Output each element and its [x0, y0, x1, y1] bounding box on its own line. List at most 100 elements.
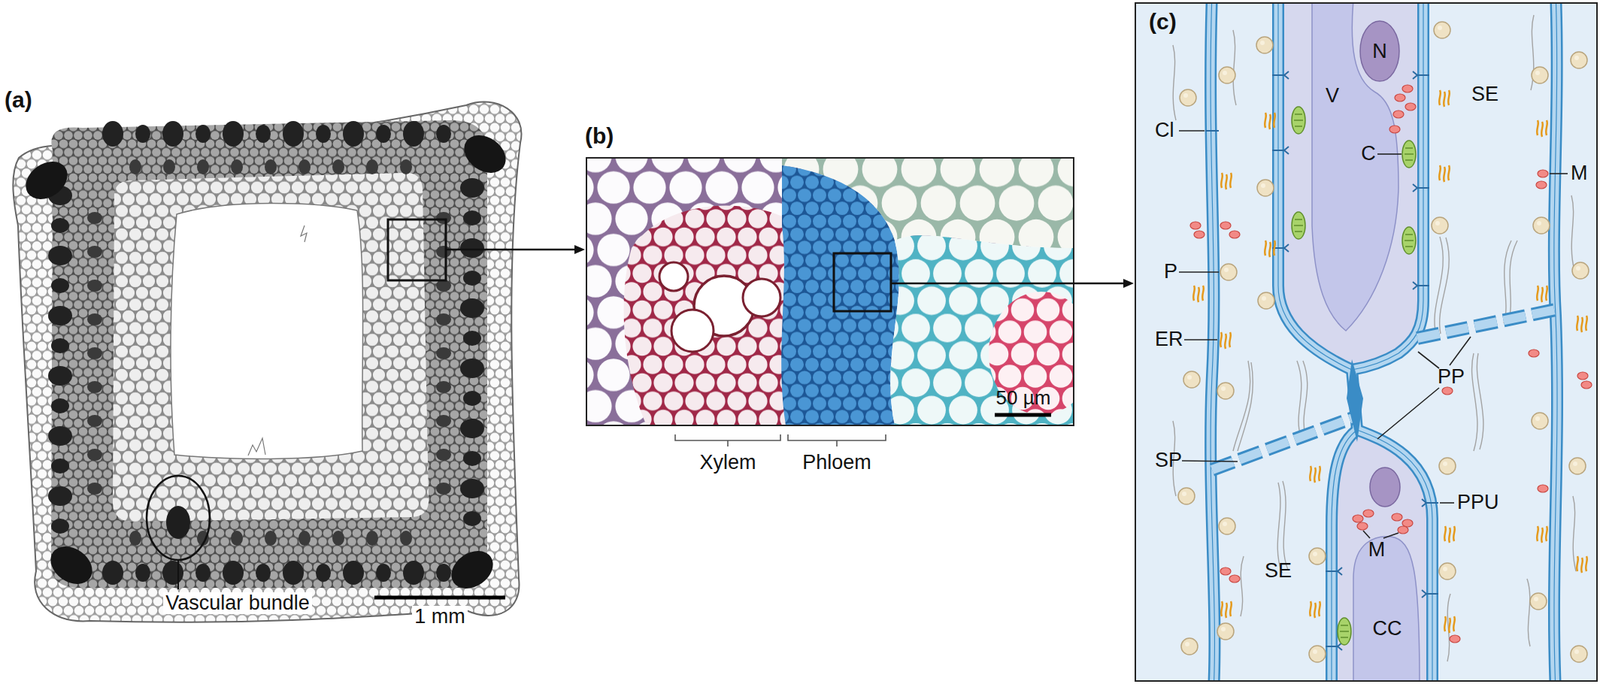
cell-wall	[1278, 3, 1352, 370]
cell-label: SE	[1471, 84, 1499, 105]
mitochondrion	[1190, 84, 1592, 643]
mitochondrion	[1394, 93, 1406, 102]
plasmodesma	[1421, 499, 1439, 598]
endoplasmic-reticulum	[1439, 165, 1450, 182]
chloroplast	[1291, 212, 1306, 240]
vacuole	[1353, 536, 1420, 682]
mitochondrion	[1389, 125, 1400, 134]
mitochondrion	[1393, 110, 1404, 119]
vascular-bundle	[196, 159, 210, 175]
scale-label: 1 mm	[412, 606, 468, 628]
vascular-bundle	[463, 330, 482, 346]
cell-wall	[1351, 3, 1424, 370]
callout-label: Cl	[1154, 120, 1175, 141]
cell-wall	[1357, 430, 1433, 682]
vascular-bundle	[460, 178, 485, 198]
vascular-bundle	[51, 458, 70, 474]
endoplasmic-reticulum	[1536, 526, 1548, 543]
plastid	[1533, 217, 1550, 234]
plastid	[1439, 457, 1456, 475]
callout-label: SP	[1154, 450, 1182, 471]
plastid	[1217, 623, 1234, 640]
plastid	[1179, 89, 1197, 107]
sieve-plate	[1212, 309, 1556, 470]
cell-wall	[1210, 3, 1215, 682]
vascular-bundle	[48, 366, 73, 386]
leader-line	[1178, 130, 1568, 539]
cell-wall	[1210, 3, 1215, 682]
vascular-bundle	[51, 278, 70, 294]
mitochondrion	[1352, 515, 1364, 523]
vascular-bundle	[166, 506, 191, 540]
mitochondrion	[1536, 181, 1547, 189]
cell-wall	[1554, 3, 1558, 682]
vascular-bundle	[332, 530, 345, 546]
vascular-bundle	[463, 511, 482, 527]
sieve-plate	[1417, 309, 1556, 339]
region-label: Phloem	[802, 452, 872, 473]
mitochondrion	[1577, 372, 1588, 380]
organelle-label: N	[1372, 41, 1388, 62]
chloroplast	[1402, 140, 1416, 168]
plastid	[1309, 548, 1326, 565]
vascular-bundle	[457, 127, 513, 181]
vascular-bundle	[230, 530, 243, 546]
zoom-arrow	[445, 248, 576, 252]
plastid	[1178, 21, 1589, 663]
endoplasmic-reticulum	[1221, 601, 1232, 619]
plastid	[1569, 457, 1586, 475]
leader-line	[1178, 271, 1219, 273]
callout-label: P	[1163, 261, 1178, 282]
leader-line	[1181, 460, 1238, 462]
vascular-bundle	[403, 560, 425, 585]
vascular-bundle	[222, 560, 244, 585]
vascular-bundle	[436, 245, 452, 258]
leader-line	[1363, 530, 1399, 539]
vascular-bundle	[342, 121, 364, 147]
vascular-bundle	[51, 518, 70, 534]
vascular-bundle	[460, 298, 485, 319]
vascular-bundle	[87, 245, 103, 258]
vascular-bundle	[436, 381, 452, 394]
cell-wall	[1210, 3, 1558, 682]
vascular-bundle	[436, 124, 452, 143]
scale-label: 50 µm	[996, 387, 1052, 408]
mitochondrion	[1537, 484, 1549, 493]
mitochondrion	[1220, 567, 1231, 576]
callout-label: M	[1570, 163, 1588, 184]
vascular-bundle	[87, 482, 103, 495]
vascular-ring	[51, 120, 488, 588]
vascular-bundle	[48, 486, 73, 507]
vascular-bundle	[51, 218, 70, 234]
cell-wall	[1331, 430, 1358, 682]
pith-tear	[248, 225, 307, 456]
mitochondrion	[1397, 526, 1409, 534]
plastid	[1183, 371, 1200, 388]
callout-label: ER	[1154, 329, 1184, 350]
vascular-bundle	[87, 415, 103, 428]
cell-wall	[1278, 3, 1352, 370]
endoplasmic-reticulum	[1576, 315, 1588, 333]
arrow-head	[1123, 278, 1134, 288]
p-protein	[1296, 360, 1308, 437]
vascular-bundle	[436, 482, 452, 495]
panel-label: (c)	[1148, 10, 1177, 34]
p-protein	[1434, 236, 1449, 335]
companion-cell	[1278, 3, 1424, 370]
mitochondrion	[1229, 575, 1240, 583]
leader-line	[1178, 130, 1205, 132]
vascular-bundle	[436, 415, 452, 428]
p-protein	[1503, 240, 1518, 324]
plastid	[1218, 66, 1236, 84]
vascular-bundle	[342, 560, 364, 585]
vascular-bundle	[195, 563, 211, 582]
vascular-bundle	[403, 121, 425, 147]
vascular-bundle	[375, 563, 391, 582]
panel-label: (a)	[4, 88, 33, 112]
endoplasmic-reticulum	[1536, 285, 1548, 303]
p-protein	[1472, 353, 1484, 452]
callout-label: PP	[1437, 366, 1465, 388]
panel-label: (b)	[584, 124, 614, 148]
nucleus	[1360, 21, 1400, 82]
plastid	[1220, 263, 1237, 281]
